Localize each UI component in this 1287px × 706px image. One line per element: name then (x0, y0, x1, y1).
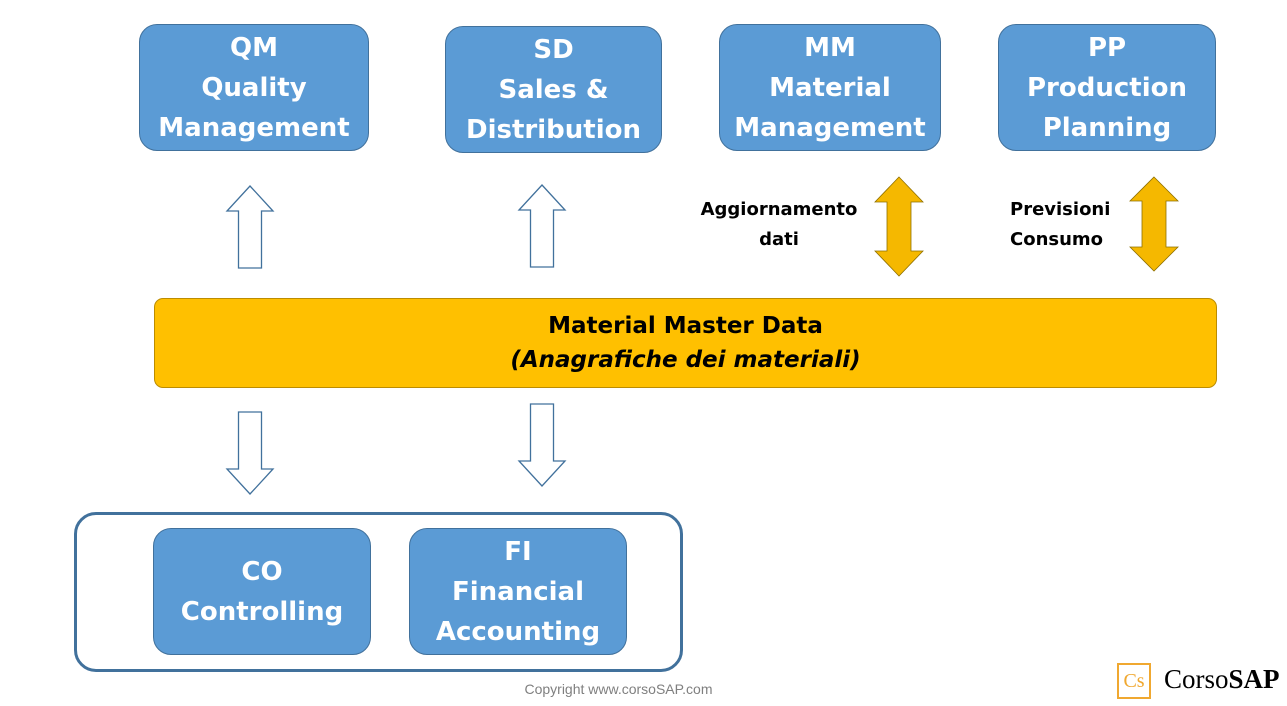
sd-code: SD (533, 34, 574, 65)
mm-exchange-line1: Aggiornamento (700, 199, 858, 220)
qm-name-line2: Management (158, 112, 350, 143)
qm-module-box: QM Quality Management (139, 24, 369, 151)
mm-module-box: MM Material Management (719, 24, 941, 151)
fi-code: FI (504, 536, 532, 567)
mm-name-line1: Material (769, 72, 891, 103)
pp-exchange-line1: Previsioni (1010, 199, 1111, 220)
mm-name-line2: Management (734, 112, 926, 143)
pp-double-arrow (1129, 176, 1179, 272)
mm-exchange-line2: dati (759, 229, 799, 250)
fi-down-arrow (517, 403, 567, 487)
mm-double-arrow (874, 176, 924, 277)
logo-name: CorsoSAP (1164, 664, 1280, 695)
co-module-box: CO Controlling (153, 528, 371, 655)
corsosap-logo: Cs CorsoSAP (1117, 661, 1287, 703)
mm-exchange-label: Aggiornamento dati (699, 195, 859, 255)
pp-code: PP (1087, 32, 1127, 63)
pp-name-line2: Planning (1042, 112, 1172, 143)
mm-code: MM (804, 32, 856, 63)
pp-name-line1: Production (1027, 72, 1187, 103)
co-name-line1: Controlling (180, 596, 344, 627)
logo-mark-icon: Cs (1117, 663, 1151, 699)
master-title: Material Master Data (548, 313, 823, 339)
fi-name-line1: Financial (451, 576, 585, 607)
pp-exchange-line2: Consumo (1010, 229, 1104, 250)
logo-name-bold: SAP (1228, 664, 1280, 694)
logo-name-regular: Corso (1164, 664, 1229, 694)
material-master-data-bar: Material Master Data (Anagrafiche dei ma… (154, 298, 1217, 388)
pp-module-box: PP Production Planning (998, 24, 1216, 151)
qm-up-arrow (225, 185, 275, 269)
qm-name-line1: Quality (201, 72, 307, 103)
sd-up-arrow (517, 184, 567, 268)
sd-name-line2: Distribution (466, 114, 641, 145)
fi-module-box: FI Financial Accounting (409, 528, 627, 655)
pp-exchange-label: Previsioni Consumo (1010, 195, 1110, 255)
co-code: CO (241, 556, 283, 587)
master-subtitle: (Anagrafiche dei materiali) (510, 347, 861, 373)
qm-code: QM (230, 32, 278, 63)
copyright-text: Copyright www.corsoSAP.com (524, 681, 713, 697)
sd-name-line1: Sales & (498, 74, 609, 105)
fi-name-line2: Accounting (435, 616, 601, 647)
sd-module-box: SD Sales & Distribution (445, 26, 662, 153)
co-down-arrow (225, 411, 275, 495)
